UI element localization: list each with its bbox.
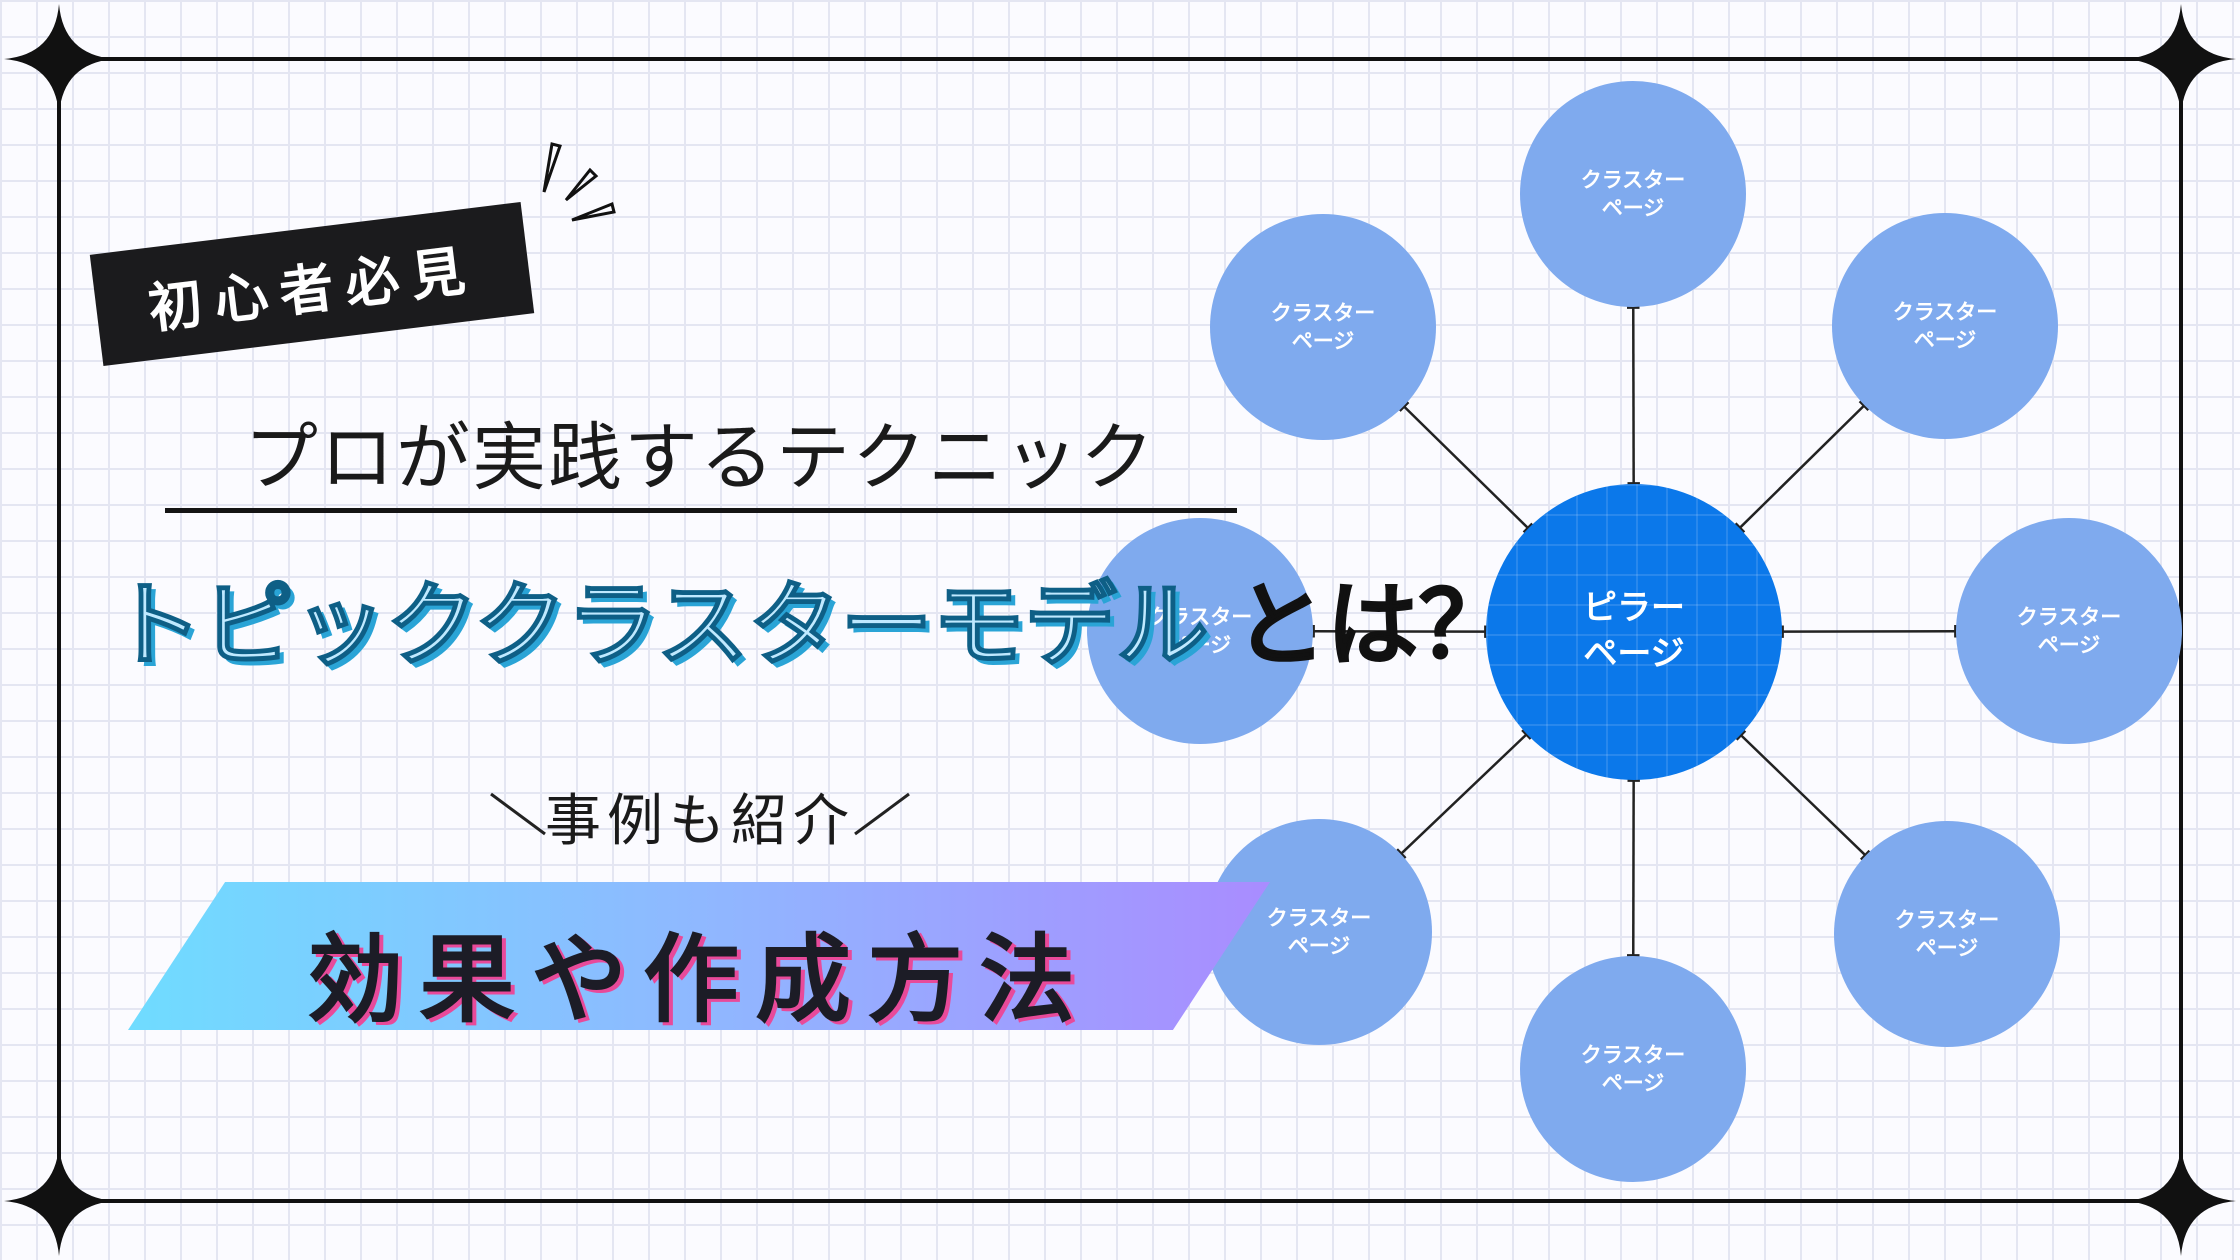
sparkle-icon-bottom-right — [2126, 1146, 2236, 1256]
cluster-page-label: クラスター ページ — [1580, 1042, 1686, 1095]
sparkle-icon-top-right — [2126, 4, 2236, 114]
page-title: トピッククラスターモデルとは？ — [109, 579, 1511, 673]
cluster-page-node-right: クラスター ページ — [1956, 518, 2182, 744]
title-highlight: トピッククラスターモデル — [109, 572, 1209, 679]
pillar-page-node: ピラー ページ — [1486, 484, 1782, 780]
method-banner: 効果や作成方法 — [128, 882, 1270, 1036]
banner-background — [128, 882, 1270, 1030]
connector-line-7 — [1397, 400, 1535, 535]
cluster-page-node-bottom: クラスター ページ — [1520, 956, 1746, 1182]
cluster-page-node-top-left: クラスター ページ — [1210, 214, 1436, 440]
cluster-page-node-left: クラスター ページ — [1087, 518, 1313, 744]
banner-text: 効果や作成方法 — [307, 924, 1091, 1036]
cluster-page-node-top-right: クラスター ページ — [1832, 213, 2058, 439]
sparkle-icon-top-left — [4, 4, 114, 114]
subtitle-underline — [165, 508, 1237, 513]
emphasis-lines-icon — [542, 142, 616, 222]
cluster-page-label: クラスター ページ — [1894, 907, 2000, 960]
cluster-page-label: クラスター ページ — [1266, 905, 1372, 958]
cluster-page-label: クラスター ページ — [2016, 604, 2122, 657]
pillar-page-label: ピラー ページ — [1583, 588, 1685, 674]
subtitle: プロが実践するテクニック — [244, 415, 1156, 501]
connector-line-5 — [1395, 728, 1533, 860]
cluster-page-node-top: クラスター ページ — [1520, 81, 1746, 307]
cluster-page-label: クラスター ページ — [1270, 300, 1376, 353]
cluster-page-node-bottom-right: クラスター ページ — [1834, 821, 2060, 1047]
example-note: 事例も紹介 — [485, 768, 915, 858]
cluster-page-label: クラスター ページ — [1580, 167, 1686, 220]
cluster-page-node-bottom-left: クラスター ページ — [1206, 819, 1432, 1045]
sparkle-icon-bottom-left — [4, 1146, 114, 1256]
title-suffix: とは？ — [1234, 572, 1511, 679]
example-note-slashes — [490, 792, 910, 836]
cluster-page-label: クラスター ページ — [1147, 604, 1253, 657]
cluster-page-label: クラスター ページ — [1892, 299, 1998, 352]
example-note-text: 事例も紹介 — [545, 789, 855, 854]
connector-line-1 — [1733, 399, 1871, 534]
badge-text: 初心者必見 — [145, 237, 481, 341]
connector-line-3 — [1734, 728, 1872, 862]
